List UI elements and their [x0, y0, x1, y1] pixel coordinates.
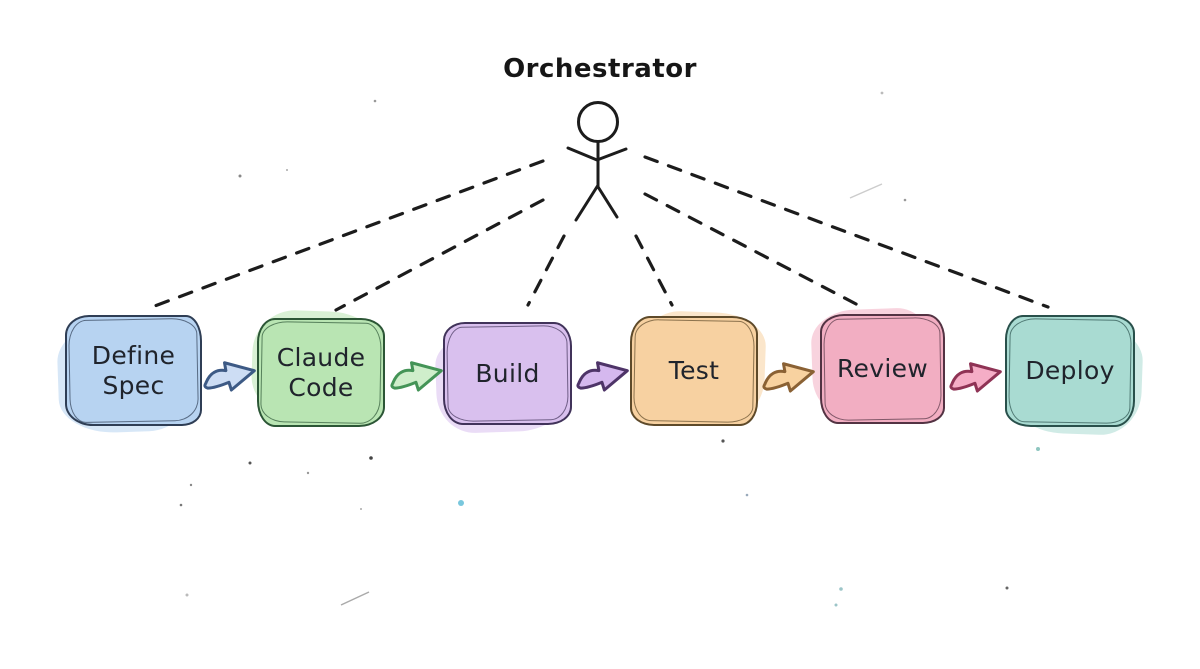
dashed-link-review [643, 192, 860, 307]
stick-figure-legs [574, 184, 619, 222]
stage-label-line: Spec [102, 370, 165, 400]
orchestrator-stick-figure-icon [566, 101, 628, 222]
dashed-link-claude-code [334, 198, 545, 312]
stage-label-line: Test [668, 356, 720, 386]
arrow-review-to-deploy-icon [946, 357, 1005, 397]
stick-figure-head [577, 101, 619, 143]
dashed-link-define-spec [150, 159, 545, 309]
stage-label-line: Claude [276, 343, 366, 372]
dashed-link-deploy [643, 155, 1050, 309]
stick-figure-arms [566, 146, 628, 162]
stage-label-line: Deploy [1025, 356, 1115, 386]
stage-label-line: Build [475, 358, 540, 388]
delegation-lines [150, 155, 1050, 312]
stage-define-spec: Define Spec [65, 315, 202, 426]
arrow-build-to-test-icon [573, 356, 632, 396]
stage-test: Test [630, 316, 758, 426]
orchestrator-label: Orchestrator [503, 54, 697, 84]
dashed-link-build [526, 234, 566, 307]
dashed-link-test [634, 234, 674, 307]
stage-deploy: Deploy [1005, 315, 1135, 427]
arrow-define-to-claude-icon [200, 356, 259, 396]
stage-build: Build [443, 322, 572, 425]
stage-claude-code: Claude Code [257, 318, 385, 427]
arrow-test-to-review-icon [759, 357, 818, 397]
stage-label-line: Define [91, 341, 176, 370]
stage-label-line: Review [837, 354, 928, 384]
stage-label-line: Code [288, 372, 354, 402]
stage-review: Review [820, 314, 945, 424]
